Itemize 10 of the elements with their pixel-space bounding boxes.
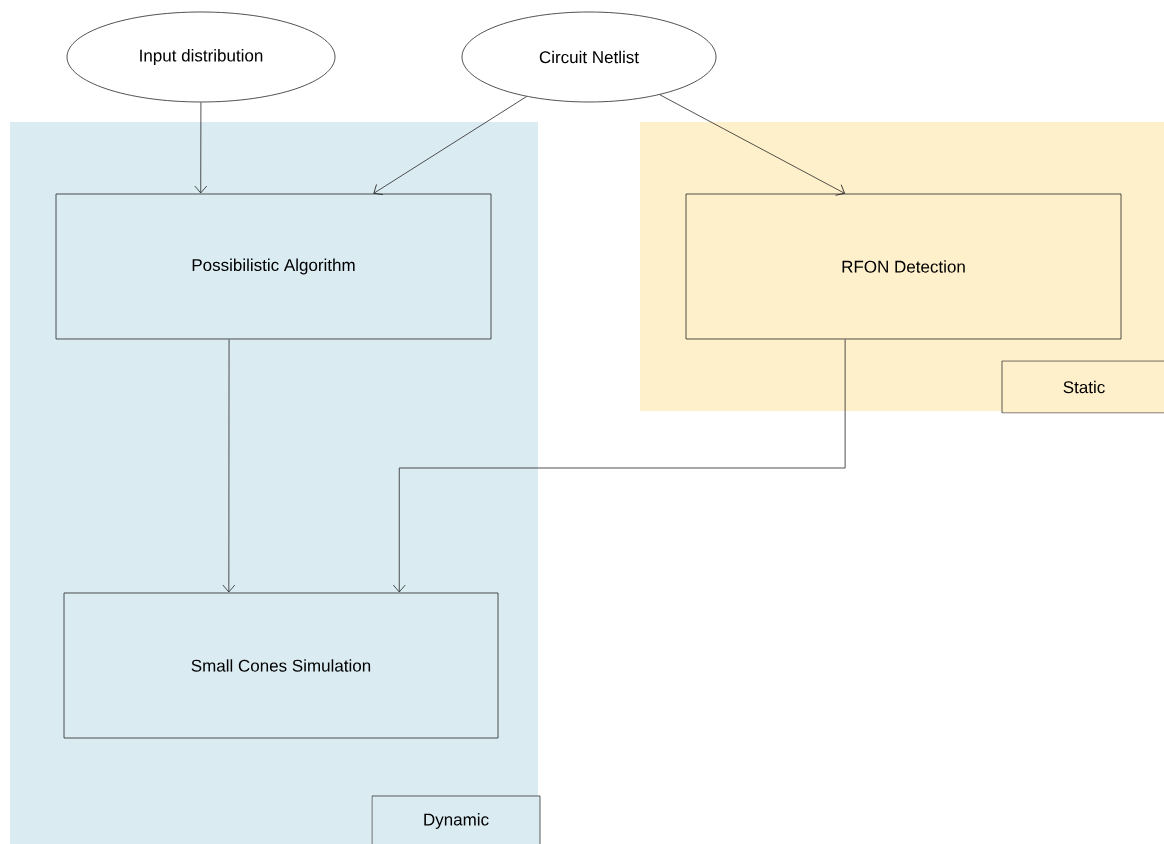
process-box: Possibilistic Algorithm: [55, 193, 492, 340]
arrow: [222, 339, 236, 593]
arrow: [659, 94, 845, 196]
process-box: Small Cones Simulation: [63, 592, 499, 739]
band-label: Static: [1001, 360, 1164, 414]
arrow: [373, 96, 527, 195]
arrow: [194, 102, 208, 194]
arrow: [392, 339, 846, 593]
band-label: Dynamic: [371, 795, 541, 844]
process-box: RFON Detection: [685, 193, 1122, 340]
